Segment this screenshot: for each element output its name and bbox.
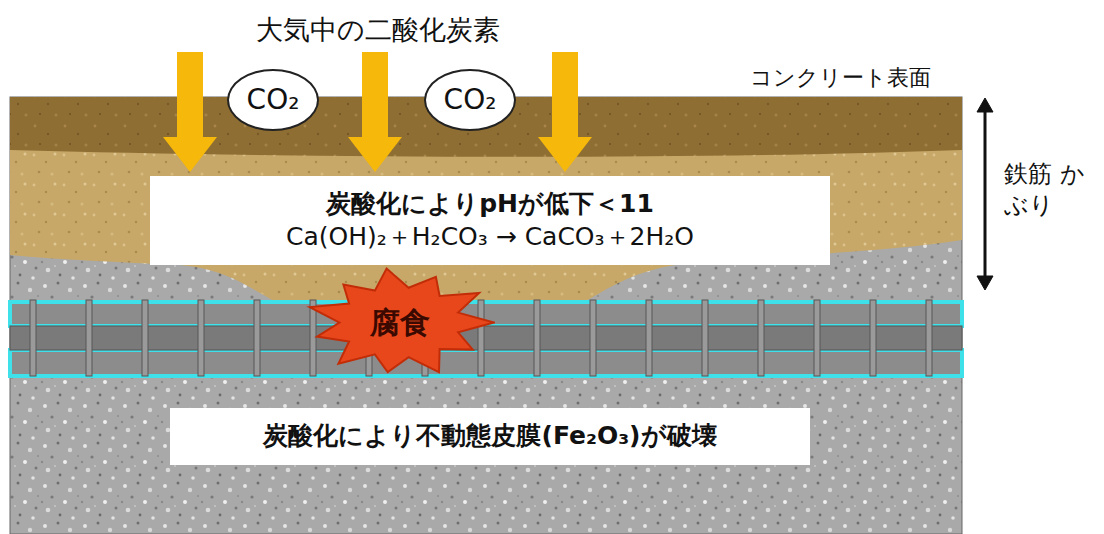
passive-film-note: 炭酸化により不動態皮膜(Fe₂O₃)が破壊 bbox=[263, 420, 716, 453]
carbonation-heading: 炭酸化によりpHが低下＜11 bbox=[326, 188, 654, 221]
reaction-equation: Ca(OH)₂＋H₂CO₃ → CaCO₃＋2H₂O bbox=[286, 221, 694, 254]
starburst-outline bbox=[310, 269, 494, 373]
text-band: 炭酸化により不動態皮膜(Fe₂O₃)が破壊 bbox=[170, 408, 810, 465]
co2-oval: CO₂ bbox=[247, 82, 300, 118]
text-band: 炭酸化によりpHが低下＜11Ca(OH)₂＋H₂CO₃ → CaCO₃＋2H₂O bbox=[150, 176, 830, 265]
corrosion-label: 腐食 bbox=[370, 303, 430, 342]
co2-bubble: CO₂ bbox=[424, 69, 516, 131]
atmosphere-heading: 大気中の二酸化炭素 bbox=[256, 12, 500, 47]
surface-label: コンクリート表面 bbox=[750, 64, 931, 93]
co2-bubble: CO₂ bbox=[227, 69, 319, 131]
cover-label: 鉄筋 かぶり bbox=[1004, 159, 1086, 221]
corrosion-burst: 腐食 bbox=[305, 267, 495, 378]
co2-oval: CO₂ bbox=[444, 82, 497, 118]
